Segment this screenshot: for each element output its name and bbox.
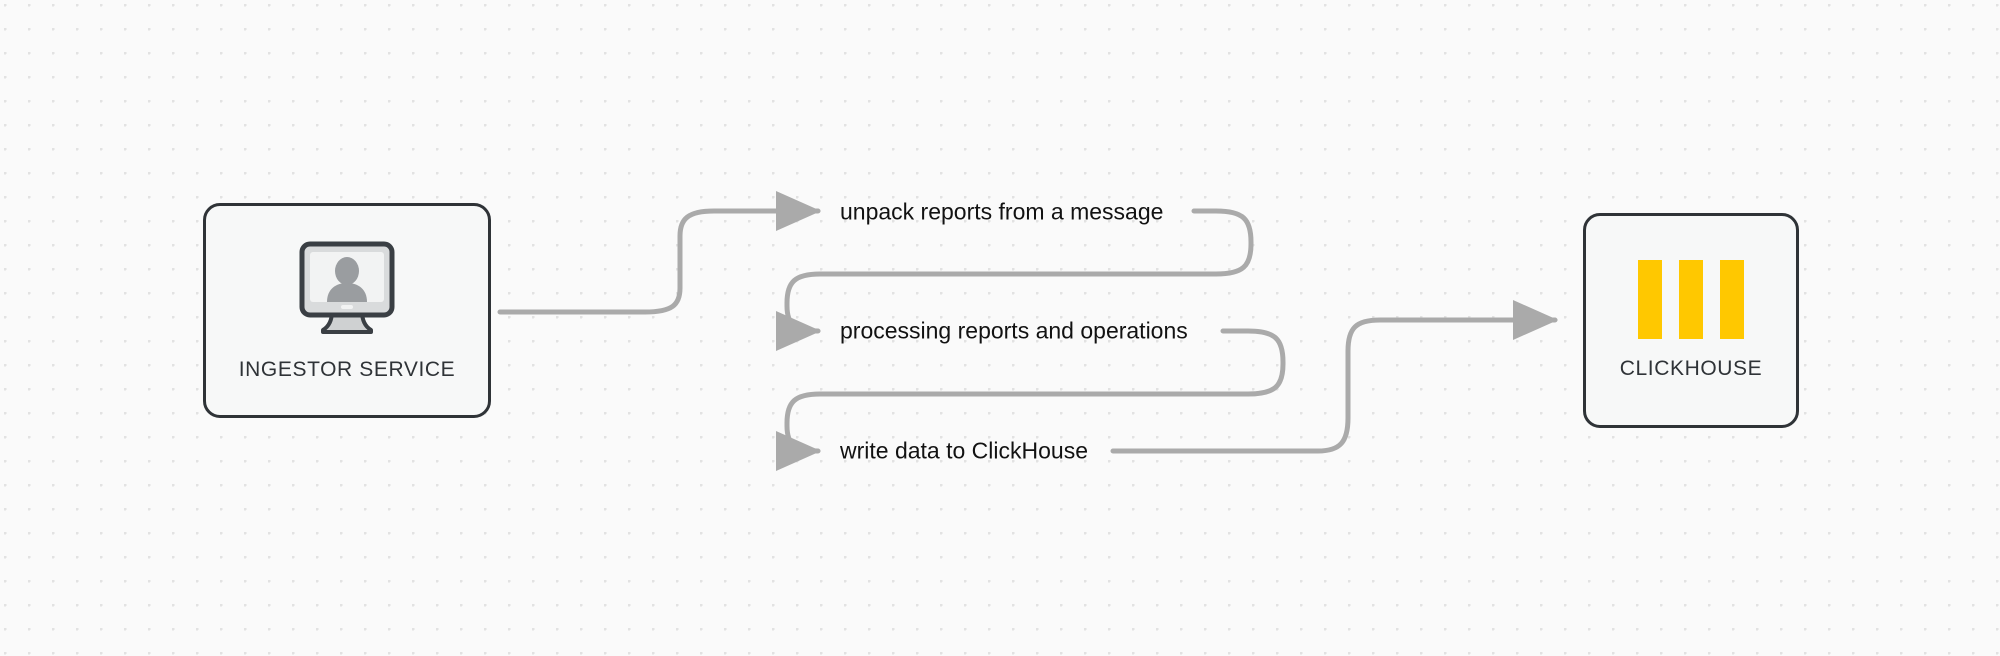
- node-ingestor-service-label: INGESTOR SERVICE: [238, 358, 456, 381]
- connector-step-2-to-step-3: [775, 328, 1286, 471]
- node-clickhouse-label: CLICKHOUSE: [1619, 357, 1763, 380]
- clickhouse-bar-2: [1679, 260, 1703, 339]
- connector-step-3-to-clickhouse: [1110, 300, 1559, 454]
- clickhouse-bar-1: [1638, 260, 1662, 339]
- node-clickhouse[interactable]: CLICKHOUSE: [1583, 213, 1799, 428]
- connector-step-1-to-step-2: [775, 208, 1254, 351]
- edge-label-step-1: unpack reports from a message: [840, 198, 1164, 225]
- clickhouse-bar-3: [1720, 260, 1744, 339]
- monitor-user-icon: [295, 239, 399, 344]
- node-ingestor-service[interactable]: INGESTOR SERVICE: [203, 203, 491, 418]
- edge-label-step-3: write data to ClickHouse: [840, 437, 1088, 464]
- connector-ingestor-to-step-1: [497, 191, 822, 315]
- edge-label-step-2: processing reports and operations: [840, 317, 1188, 344]
- clickhouse-bars-icon: [1638, 260, 1744, 339]
